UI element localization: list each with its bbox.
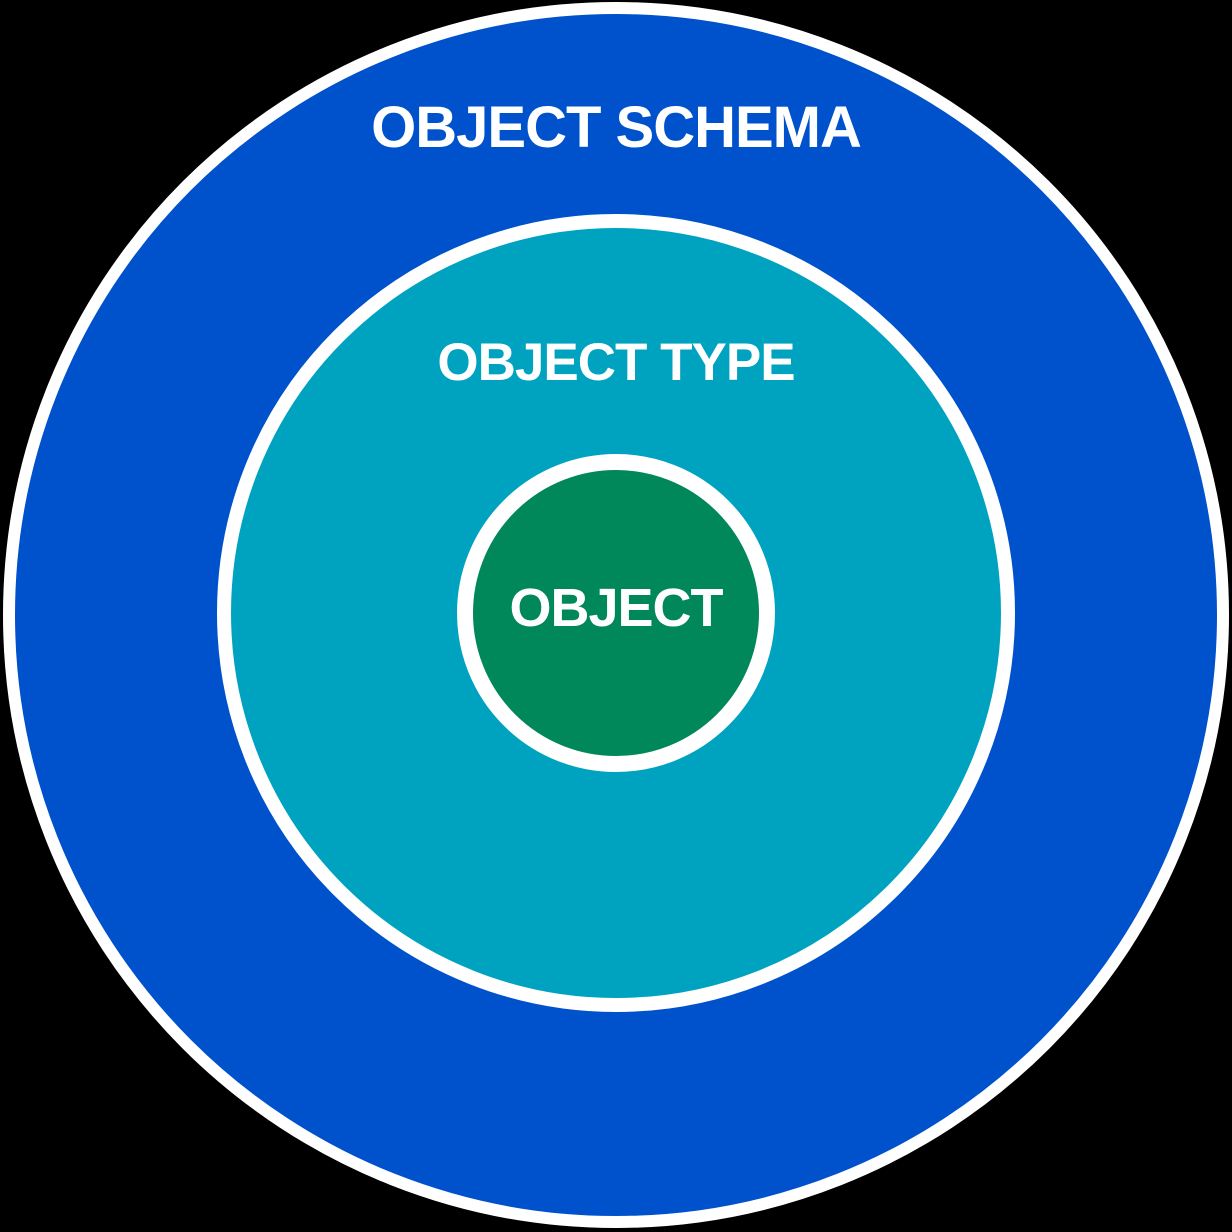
object-schema-label: OBJECT SCHEMA [371,95,862,160]
object-type-label: OBJECT TYPE [437,333,795,392]
object-label: OBJECT [509,578,723,638]
